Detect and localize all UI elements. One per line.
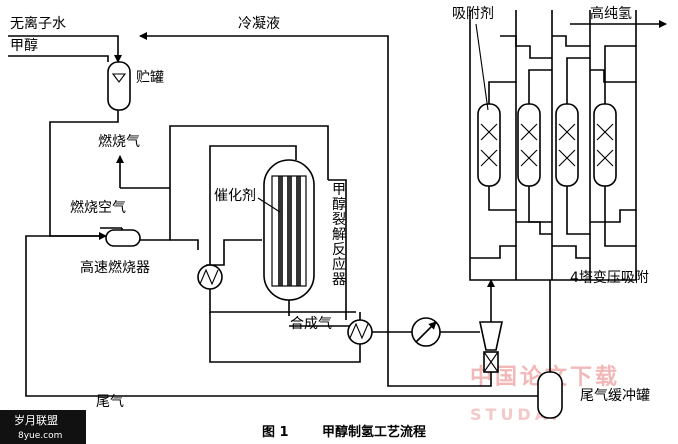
tank-outlet-line [49,110,119,237]
storage-tank-label: 贮罐 [136,70,164,86]
adsorbent-leader [475,23,489,111]
reactor-label-char: 醇 [332,196,346,213]
logo-name: 岁月联盟 [14,413,58,427]
reactor-label-char: 器 [332,272,346,288]
burner-to-exchanger-line [140,125,329,241]
storage-tank [107,61,131,111]
tail-buffer-label: 尾气缓冲罐 [580,388,650,404]
tail-gas-buffer-tank [537,371,563,419]
catalyst-leader [257,197,281,213]
deionized-water-line [8,35,122,63]
flue-gas-line [120,156,170,189]
reactor-label-char: 裂 [332,212,346,228]
reactor-label-char: 解 [332,227,346,243]
high-purity-h2-label: 高纯氢 [590,5,632,22]
flue-gas-label: 燃烧气 [98,133,140,150]
methanol-label: 甲醇 [10,37,38,54]
tail-gas-return-line [25,232,538,397]
combustion-air-label: 燃烧空气 [70,199,126,216]
reactor-label: 甲醇裂解反应器 [332,182,346,288]
psa-tower-group [469,10,637,281]
burner-feed-line [170,239,262,266]
psa-label: 4塔变压吸附 [570,270,649,286]
syngas-label: 合成气 [290,316,332,332]
heat-exchanger-right [347,319,373,345]
condensate-label: 冷凝液 [238,16,280,32]
methanol-cracking-reactor [263,159,315,301]
deionized-water-label: 无离子水 [10,15,66,32]
watermark-site: STUDA. [470,405,561,424]
reactor-label-char: 甲 [332,182,346,198]
reactor-outlet-line [288,300,356,327]
methanol-vapor-line [328,179,361,320]
condensate-drain-line [387,312,492,387]
burner-label: 高速燃烧器 [80,259,150,276]
heat-exchanger-left [197,264,223,290]
exchanger-right-bottom [209,312,361,363]
adsorbent-label: 吸附剂 [452,6,494,22]
catalyst-label: 催化剂 [214,188,256,204]
site-logo: 岁月联盟 8yue.com [0,410,86,444]
cooler [411,317,441,347]
figure-number: 图 1 [262,425,289,440]
gas-liquid-separator [479,321,503,373]
reactor-label-char: 反 [332,242,346,258]
figure-title: 甲醇制氢工艺流程 [322,424,426,440]
high-speed-burner [105,229,141,247]
condensate-line [139,32,389,312]
tail-gas-label: 尾气 [96,394,124,410]
methanol-line [8,55,109,62]
logo-url: 8yue.com [18,431,62,441]
reactor-label-char: 应 [332,256,346,273]
